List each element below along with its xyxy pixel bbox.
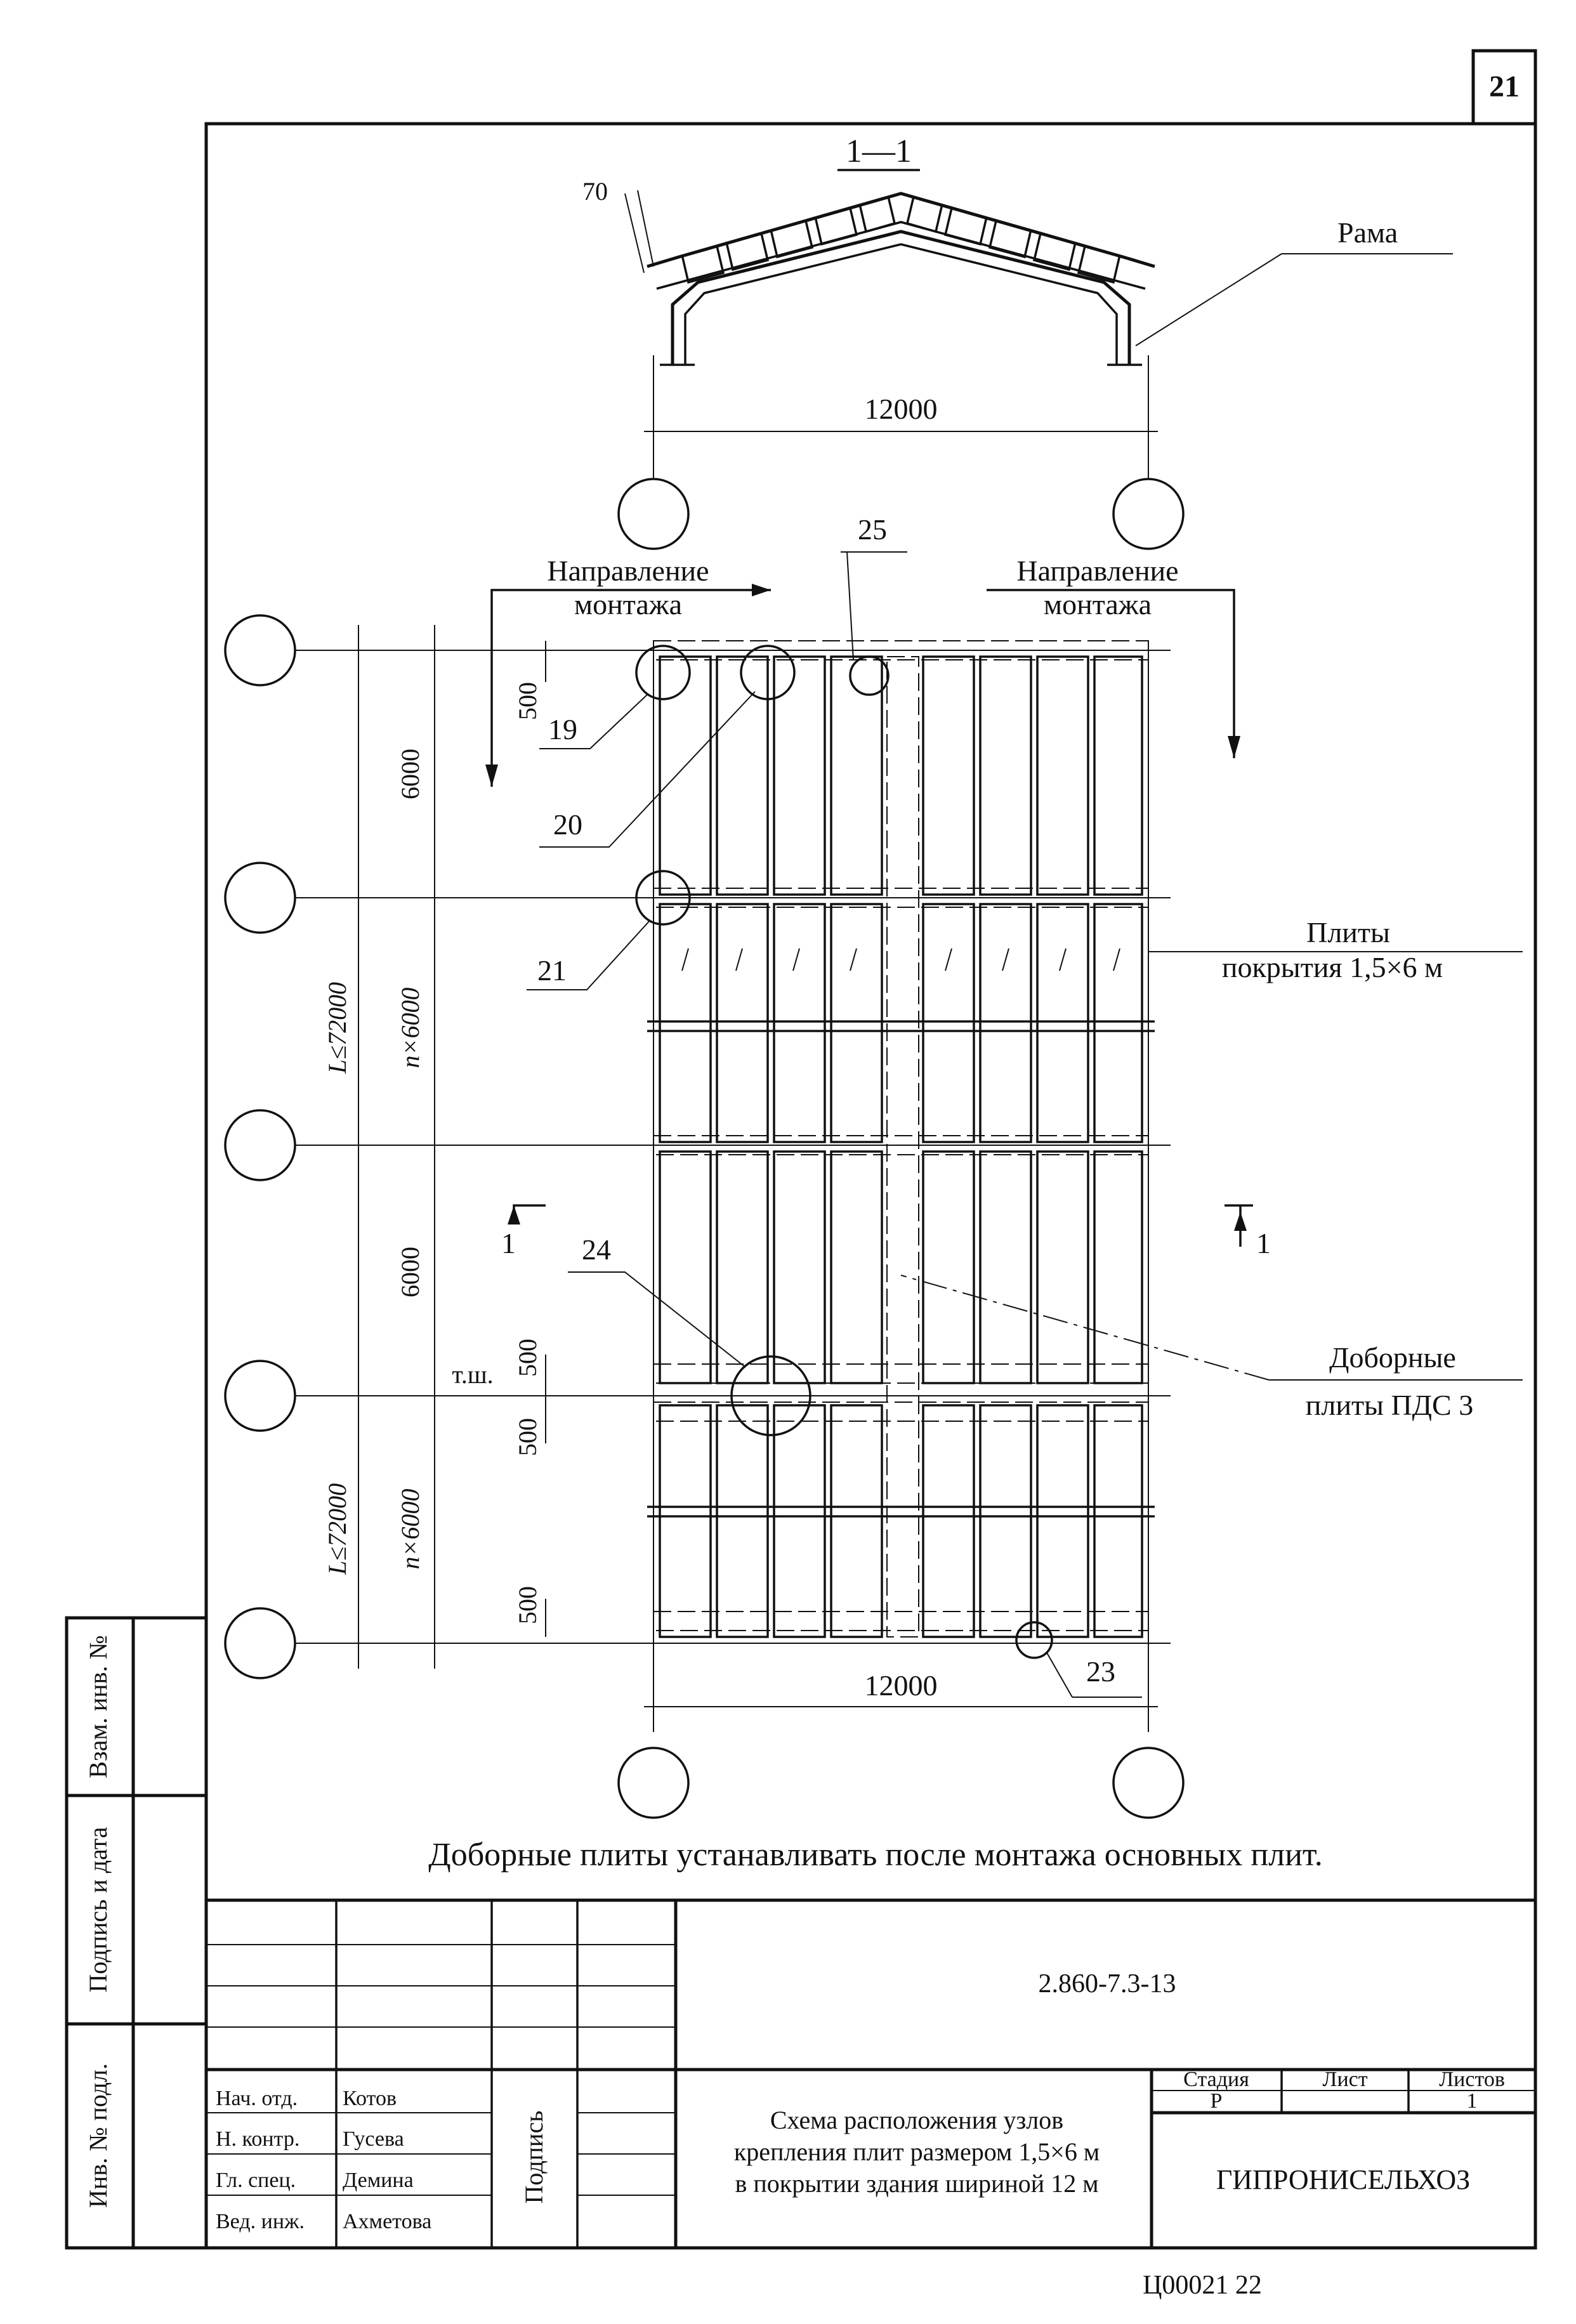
- node-23-circle: [1015, 1621, 1053, 1659]
- node-20-circle: [740, 645, 796, 700]
- dim-ts: т.ш.: [452, 1360, 493, 1389]
- sheets-header: Листов: [1439, 2068, 1505, 2091]
- role-1: Нач. отд.: [216, 2087, 298, 2110]
- title-line-1: Схема расположения узлов: [770, 2106, 1063, 2134]
- stamp-inv-label: Инв. № подл.: [84, 2063, 112, 2208]
- plan-span-dim: 12000: [865, 1669, 938, 1702]
- dim-L72000-top: L≤72000: [323, 982, 351, 1074]
- callout-19: 19: [548, 713, 577, 745]
- footer-code: Ц00021 22: [1143, 2271, 1262, 2300]
- section-mark-right: 1: [1256, 1227, 1271, 1259]
- dim-n6000-top: n×6000: [396, 988, 424, 1068]
- callout-21: 21: [537, 954, 567, 987]
- sheets-value: 1: [1467, 2089, 1478, 2113]
- doc-code: 2.860-7.3-13: [1039, 1969, 1176, 1999]
- section-1-1: 1—1 70 Рама 1: [582, 133, 1453, 550]
- section-title: 1—1: [846, 133, 912, 169]
- left-stamp: Взам. инв. № Подпись и дата Инв. № подл.: [65, 1616, 208, 2250]
- role-2: Н. контр.: [216, 2127, 299, 2151]
- role-4: Вед. инж.: [216, 2210, 305, 2233]
- stamp-podpis-label: Подпись и дата: [84, 1827, 112, 1992]
- note-text: Доборные плиты устанавливать после монта…: [428, 1837, 1323, 1873]
- callout-20: 20: [553, 808, 582, 841]
- rama-label: Рама: [1337, 216, 1398, 249]
- mount-left-line1: Направление: [547, 555, 709, 587]
- sheet-number: 21: [1489, 70, 1520, 103]
- title-line-2: крепления плит размером 1,5×6 м: [734, 2137, 1100, 2166]
- mount-right-line1: Направление: [1016, 555, 1178, 587]
- title-line-3: в покрытии здания шириной 12 м: [735, 2169, 1098, 2198]
- stage-value: Р: [1211, 2089, 1223, 2113]
- extra-label-line1: Доборные: [1329, 1341, 1456, 1374]
- node-19-circle: [635, 645, 691, 700]
- extra-label-line2: плиты ПДС 3: [1306, 1389, 1473, 1421]
- sheet-header: Лист: [1322, 2068, 1367, 2091]
- plan-view: Направление монтажа Направление монтажа: [224, 513, 1523, 1819]
- dim-70: 70: [582, 177, 608, 206]
- plates-label-line1: Плиты: [1306, 916, 1390, 949]
- stamp-vzam-label: Взам. инв. №: [84, 1635, 112, 1778]
- node-25-circle: [849, 655, 890, 696]
- inner-frame: [204, 122, 1537, 2250]
- dim-500-mid2: 500: [513, 1418, 542, 1456]
- mount-right-line2: монтажа: [1044, 588, 1152, 620]
- callout-24: 24: [582, 1233, 611, 1266]
- name-1: Котов: [343, 2087, 397, 2110]
- mount-right-arrow: [987, 589, 1235, 758]
- dim-6000-top: 6000: [396, 749, 424, 799]
- stage-header: Стадия: [1183, 2068, 1249, 2091]
- dim-500-bottom: 500: [513, 1586, 542, 1624]
- dim-n6000-bottom: n×6000: [396, 1489, 424, 1570]
- section-span-dim: 12000: [865, 393, 938, 425]
- plates-label-line2: покрытия 1,5×6 м: [1222, 951, 1443, 983]
- title-block: Подпись Нач. отд. Котов Н. контр. Гусева…: [204, 1898, 1537, 2250]
- role-3: Гл. спец.: [216, 2169, 296, 2192]
- sheet-number-box: [1471, 49, 1537, 126]
- name-4: Ахметова: [343, 2210, 431, 2233]
- mount-left-line2: монтажа: [574, 588, 682, 620]
- name-3: Демина: [343, 2169, 414, 2192]
- dim-500-mid1: 500: [513, 1339, 542, 1377]
- callout-23: 23: [1086, 1655, 1115, 1688]
- callout-25: 25: [858, 513, 887, 546]
- podpis-header: Подпись: [520, 2111, 548, 2204]
- section-mark-left: 1: [501, 1227, 516, 1259]
- node-24-circle: [730, 1355, 811, 1436]
- dim-L72000-bottom: L≤72000: [323, 1483, 351, 1575]
- dim-500-top: 500: [513, 682, 542, 720]
- mount-left-arrow: [490, 589, 771, 787]
- name-2: Гусева: [343, 2127, 404, 2151]
- dim-6000-mid: 6000: [396, 1247, 424, 1297]
- org-name: ГИПРОНИСЕЛЬХОЗ: [1216, 2164, 1470, 2195]
- node-21-circle: [635, 870, 691, 926]
